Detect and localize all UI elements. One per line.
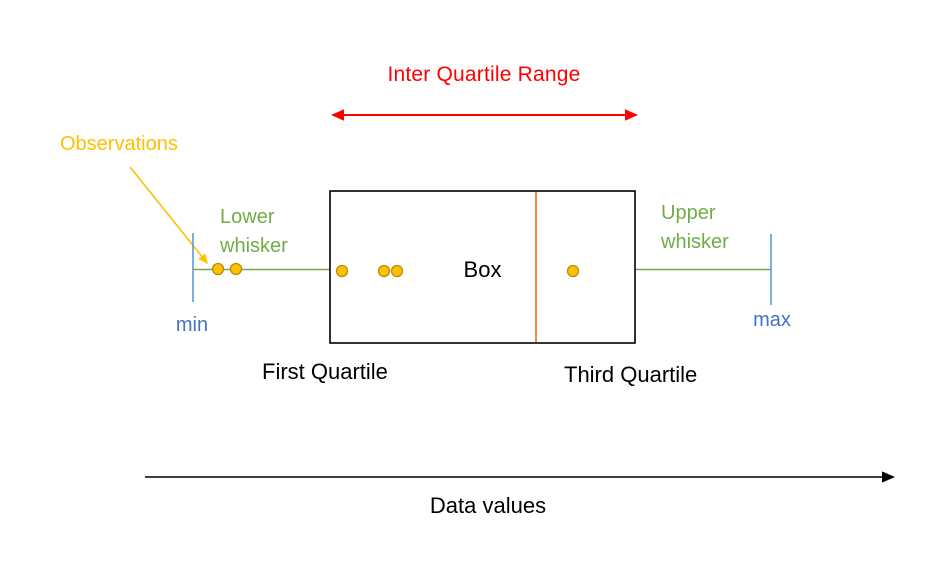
- observations-label: Observations: [60, 133, 178, 155]
- observation-dot: [390, 264, 404, 278]
- iqr-arrowhead-right: [625, 109, 638, 121]
- lower-whisker-label: Lower whisker: [220, 206, 288, 257]
- max-label: max: [753, 309, 791, 331]
- axis-arrow: [145, 471, 895, 483]
- third-quartile-label: Third Quartile: [564, 362, 698, 387]
- axis-label: Data values: [429, 493, 547, 518]
- observation-dot: [566, 264, 580, 278]
- box-label: Box: [463, 257, 502, 282]
- observation-dot: [377, 264, 391, 278]
- observation-dots: [211, 262, 580, 278]
- observation-dot: [335, 264, 349, 278]
- observation-dot: [211, 262, 225, 276]
- iqr-arrowhead-left: [331, 109, 344, 121]
- iqr-title: Inter Quartile Range: [387, 63, 581, 86]
- iqr-range-arrow: [331, 109, 638, 121]
- upper-whisker-label: Upper whisker: [661, 202, 729, 253]
- first-quartile-label: First Quartile: [262, 359, 388, 384]
- observations-arrowhead: [198, 253, 208, 264]
- axis-arrowhead: [882, 471, 895, 483]
- observation-dot: [229, 262, 243, 276]
- min-label: min: [175, 314, 209, 336]
- observations-arrow: [129, 166, 208, 264]
